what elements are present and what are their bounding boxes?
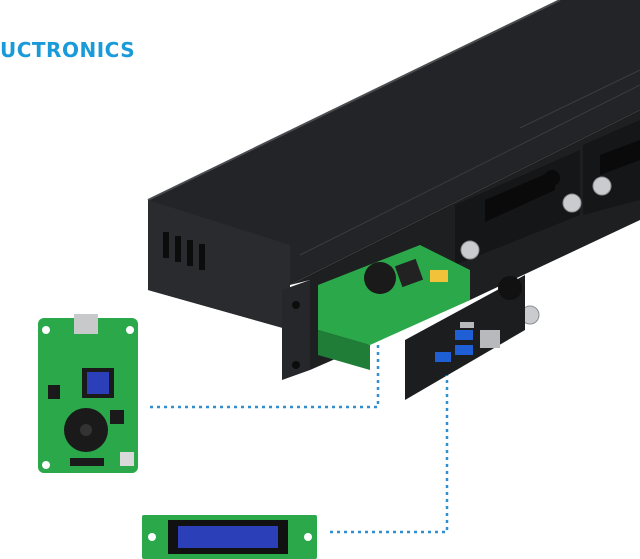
pcb-board: [38, 314, 138, 473]
rack-ear: [282, 280, 310, 380]
oled-board: [142, 515, 317, 559]
chassis-edge-highlight: [147, 0, 561, 201]
vent-slots: [163, 232, 205, 270]
bay-1: [455, 150, 580, 265]
rack-chassis-top: [148, 0, 640, 285]
compute-module: [318, 245, 525, 400]
brand-logo: UCTRONICS: [0, 38, 135, 62]
brand-logo-text: UCTRONICS: [0, 38, 136, 62]
connector-line-oled: [330, 375, 449, 534]
